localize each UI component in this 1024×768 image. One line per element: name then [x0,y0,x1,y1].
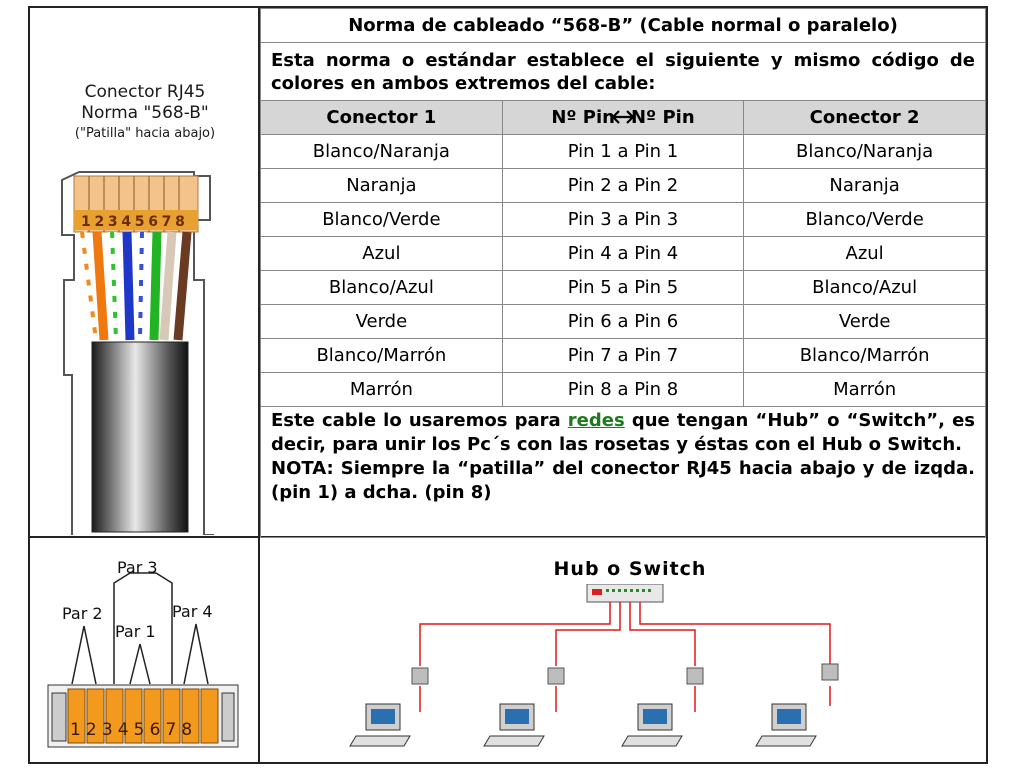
cell-conector-1: Blanco/Naranja [260,134,503,169]
cell-pin: Pin 3 a Pin 3 [501,202,745,237]
usage-note: Este cable lo usaremos para redes que te… [260,406,986,538]
cell-conector-1: Marrón [260,372,503,407]
cell-conector-1: Blanco/Marrón [260,338,503,373]
cell-conector-1: Verde [260,304,503,339]
cell-conector-1: Naranja [260,168,503,203]
column-divider [258,6,260,764]
table-title: Norma de cableado “568-B” (Cable normal … [260,8,986,43]
cell-conector-1: Blanco/Azul [260,270,503,305]
header-conector-2: Conector 2 [743,100,986,135]
double-arrow-icon [612,110,634,124]
connector-pin-numbers: 12345678 [81,214,189,230]
cell-pin: Pin 1 a Pin 1 [501,134,745,169]
redes-link[interactable]: redes [567,410,625,431]
cell-pin: Pin 4 a Pin 4 [501,236,745,271]
cell-conector-1: Blanco/Verde [260,202,503,237]
rj45-label-line3: ("Patilla" hacia abajo) [74,126,216,141]
pairs-diagram [47,572,239,748]
pair-label-4: Par 4 [172,602,213,621]
pair-label-3: Par 3 [117,558,158,577]
cell-conector-2: Verde [743,304,986,339]
cell-conector-2: Naranja [743,168,986,203]
header-pin-left: Nº Pin [551,107,615,128]
rj45-connector-image: 12345678 [61,171,214,535]
computer-icon-2 [483,703,545,747]
cell-pin: Pin 2 a Pin 2 [501,168,745,203]
cell-conector-2: Marrón [743,372,986,407]
computer-icon-3 [621,703,683,747]
network-diagram [349,584,839,747]
computer-icon-4 [755,703,817,747]
cell-pin: Pin 6 a Pin 6 [501,304,745,339]
network-title: Hub o Switch [553,558,707,580]
rj45-label: Conector RJ45 Norma "568-B" ("Patilla" h… [40,82,250,144]
pair-pin-numbers: 12345678 [70,720,198,740]
cell-conector-1: Azul [260,236,503,271]
wiring-table: Norma de cableado “568-B” (Cable normal … [260,8,986,538]
note-text-2: que tengan “Hub” o “Switch”, es decir, p… [271,410,975,455]
computer-icon-1 [349,703,411,747]
header-conector-1: Conector 1 [260,100,503,135]
cell-conector-2: Blanco/Naranja [743,134,986,169]
cell-conector-2: Blanco/Azul [743,270,986,305]
header-pin: Nº Pin Nº Pin [501,100,745,135]
cell-conector-2: Blanco/Marrón [743,338,986,373]
cell-conector-2: Azul [743,236,986,271]
cell-pin: Pin 8 a Pin 8 [501,372,745,407]
table-intro: Esta norma o estándar establece el sigui… [260,42,986,101]
pair-label-1: Par 1 [115,622,156,641]
note-text-3: NOTA: Siempre la “patilla” del conector … [271,458,975,503]
rj45-label-line1: Conector RJ45 [84,82,206,102]
rj45-label-line2: Norma "568-B" [81,103,209,123]
outer-frame [28,6,988,764]
cell-conector-2: Blanco/Verde [743,202,986,237]
table-header-row: Conector 1 Nº Pin Nº Pin Conector 2 [260,100,986,135]
note-text-1: Este cable lo usaremos para [271,410,568,431]
cell-pin: Pin 7 a Pin 7 [501,338,745,373]
pair-label-2: Par 2 [62,604,103,623]
cell-pin: Pin 5 a Pin 5 [501,270,745,305]
header-pin-right: Nº Pin [630,107,695,128]
